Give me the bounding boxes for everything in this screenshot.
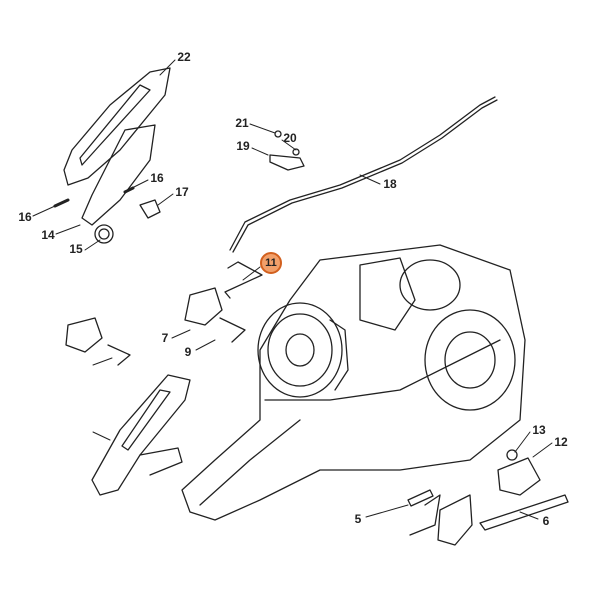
part-17 (139, 199, 161, 219)
callout-15[interactable]: 15 (69, 242, 83, 256)
callout-14[interactable]: 14 (41, 228, 55, 242)
leader-lines (32, 59, 553, 520)
part-19-21 (269, 130, 305, 171)
flywheel (257, 302, 349, 398)
callout-11-highlighted[interactable]: 11 (260, 252, 282, 274)
main-housing (181, 244, 526, 521)
part-6-rod (479, 494, 569, 531)
part-15-spring (94, 224, 114, 244)
part-16-pins (53, 186, 135, 208)
callout-22[interactable]: 22 (177, 50, 191, 64)
callout-5[interactable]: 5 (354, 512, 362, 526)
callout-16-upper[interactable]: 16 (150, 171, 164, 185)
part-11-wire (224, 261, 263, 299)
callout-19[interactable]: 19 (236, 139, 250, 153)
part-12-13 (497, 449, 541, 496)
callout-20[interactable]: 20 (283, 131, 297, 145)
callout-12[interactable]: 12 (554, 435, 568, 449)
callout-9[interactable]: 9 (184, 345, 192, 359)
callout-7[interactable]: 7 (161, 331, 169, 345)
part-22-handle (63, 67, 171, 186)
part-18-rod (229, 96, 498, 253)
part-5-pin (407, 489, 473, 546)
part-7-trigger (65, 287, 223, 353)
callout-6[interactable]: 6 (542, 514, 550, 528)
callout-18[interactable]: 18 (383, 177, 397, 191)
callout-16-lower[interactable]: 16 (18, 210, 32, 224)
callout-21[interactable]: 21 (235, 116, 249, 130)
callout-17[interactable]: 17 (175, 185, 189, 199)
part-9-spring (107, 317, 246, 366)
lower-handle (91, 374, 191, 496)
callout-13[interactable]: 13 (532, 423, 546, 437)
part-14-cover (81, 124, 156, 226)
